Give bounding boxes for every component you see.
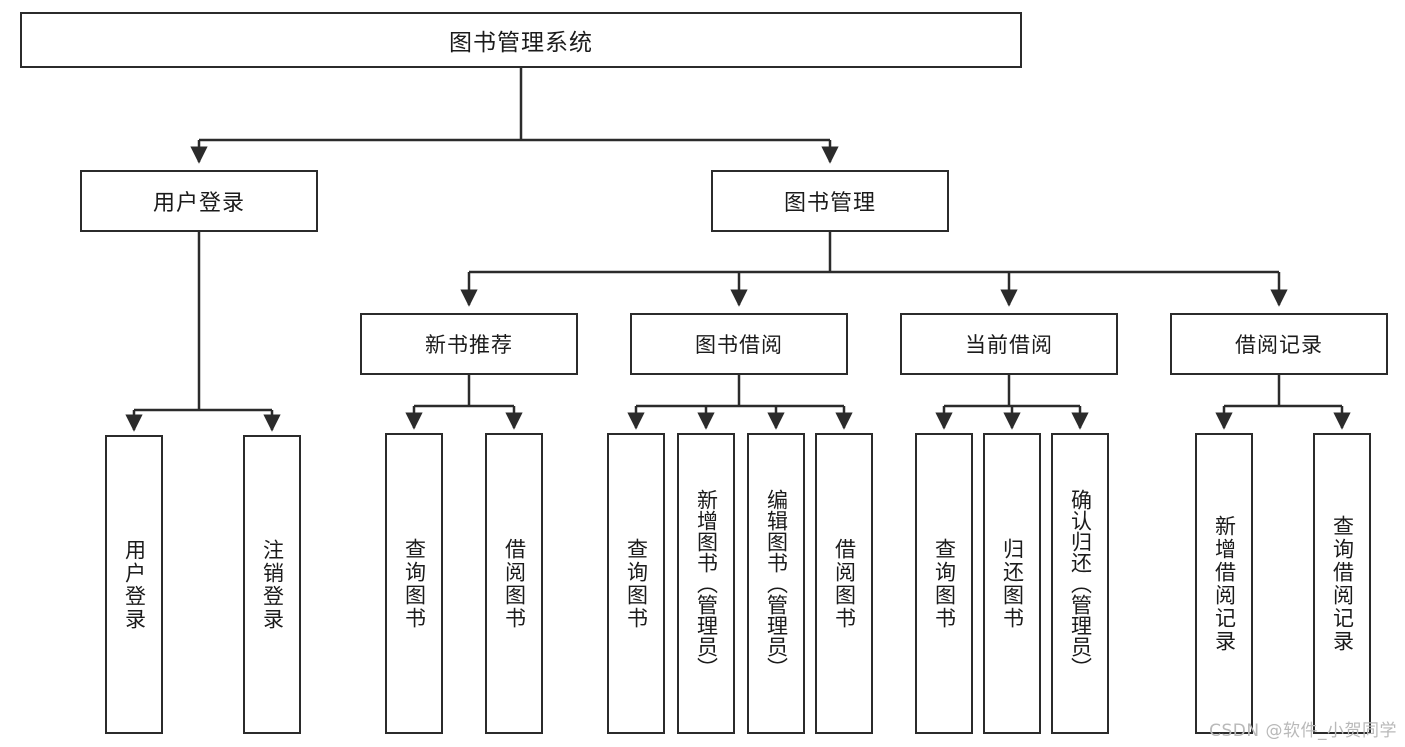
node-borrow-record-label: 借阅记录 [1235, 333, 1323, 357]
node-user-login-label: 用户登录 [152, 191, 245, 216]
leaf-user-login[interactable]: 用户登录 [105, 435, 163, 734]
leaf-query-book-3-label: 查询图书 [932, 537, 957, 630]
leaf-query-book-2[interactable]: 查询图书 [607, 433, 665, 734]
node-new-book-recommend[interactable]: 新书推荐 [360, 313, 578, 375]
node-root[interactable]: 图书管理系统 [20, 12, 1022, 68]
leaf-query-record[interactable]: 查询借阅记录 [1313, 433, 1371, 734]
leaf-edit-book[interactable]: 编辑图书（管理员） [747, 433, 805, 734]
leaf-borrow-book-2[interactable]: 借阅图书 [815, 433, 873, 734]
leaf-edit-book-label: 编辑图书（管理员） [764, 489, 789, 678]
node-book-borrow-label: 图书借阅 [695, 333, 783, 357]
node-new-book-recommend-label: 新书推荐 [425, 333, 513, 357]
leaf-query-book-3[interactable]: 查询图书 [915, 433, 973, 734]
node-root-label: 图书管理系统 [449, 30, 593, 56]
leaf-query-book-2-label: 查询图书 [624, 537, 649, 630]
node-book-management[interactable]: 图书管理 [711, 170, 949, 232]
node-current-borrow[interactable]: 当前借阅 [900, 313, 1118, 375]
leaf-query-record-label: 查询借阅记录 [1330, 514, 1355, 653]
leaf-confirm-return-label: 确认归还（管理员） [1068, 489, 1093, 678]
leaf-add-book[interactable]: 新增图书（管理员） [677, 433, 735, 734]
leaf-user-login-label: 用户登录 [122, 538, 147, 631]
leaf-confirm-return[interactable]: 确认归还（管理员） [1051, 433, 1109, 734]
node-book-management-label: 图书管理 [783, 191, 876, 216]
watermark-text: CSDN @软件_小贺同学 [1209, 721, 1397, 741]
leaf-user-logout-label: 注销登录 [260, 538, 285, 631]
leaf-borrow-book-1-label: 借阅图书 [502, 537, 527, 630]
leaf-borrow-book-2-label: 借阅图书 [832, 537, 857, 630]
node-current-borrow-label: 当前借阅 [965, 333, 1053, 357]
leaf-query-book-1-label: 查询图书 [402, 537, 427, 630]
leaf-add-record[interactable]: 新增借阅记录 [1195, 433, 1253, 734]
leaf-add-record-label: 新增借阅记录 [1212, 514, 1237, 653]
leaf-query-book-1[interactable]: 查询图书 [385, 433, 443, 734]
leaf-add-book-label: 新增图书（管理员） [694, 489, 719, 678]
leaf-return-book[interactable]: 归还图书 [983, 433, 1041, 734]
leaf-borrow-book-1[interactable]: 借阅图书 [485, 433, 543, 734]
leaf-user-logout[interactable]: 注销登录 [243, 435, 301, 734]
node-user-login[interactable]: 用户登录 [80, 170, 318, 232]
node-borrow-record[interactable]: 借阅记录 [1170, 313, 1388, 375]
node-book-borrow[interactable]: 图书借阅 [630, 313, 848, 375]
leaf-return-book-label: 归还图书 [1000, 537, 1025, 630]
